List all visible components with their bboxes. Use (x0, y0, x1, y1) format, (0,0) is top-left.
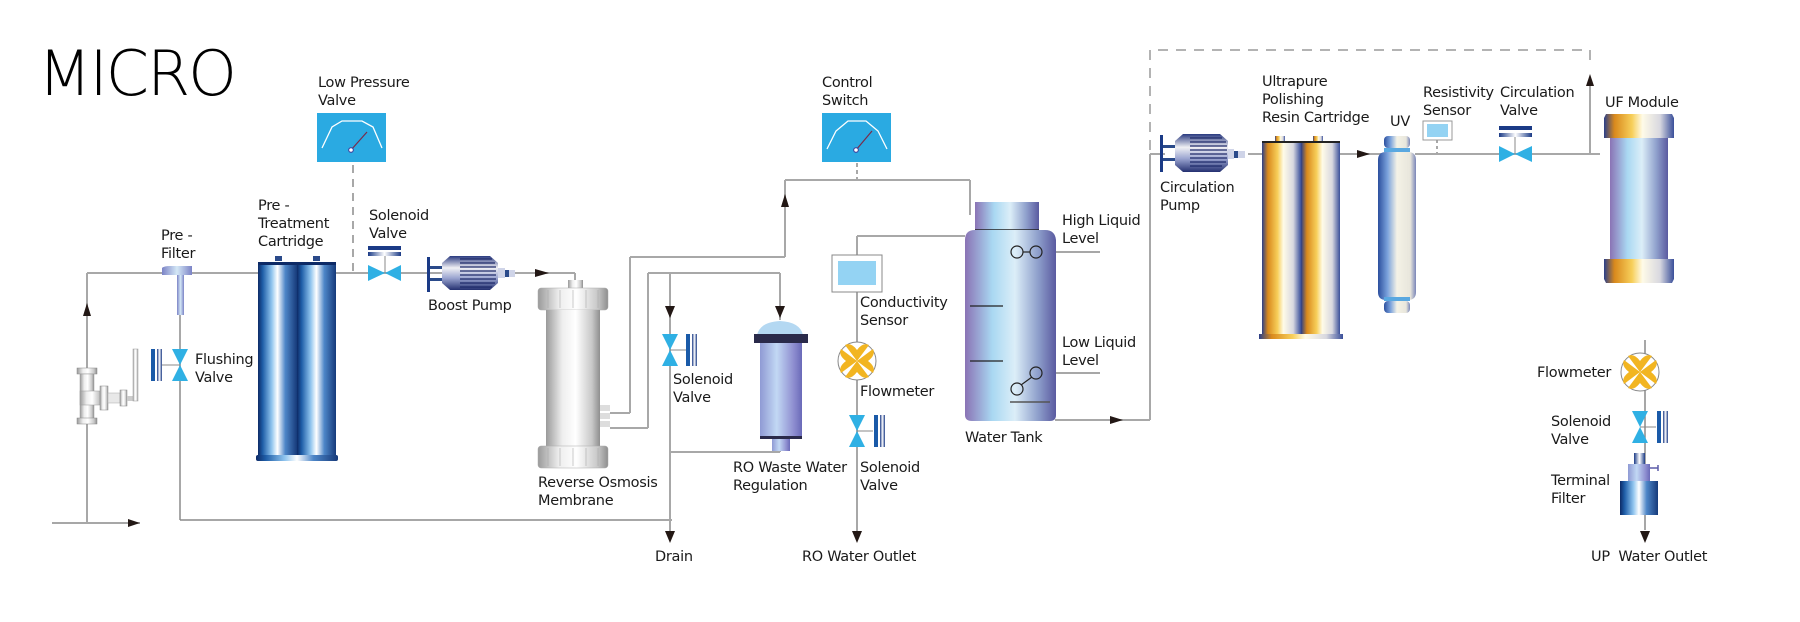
arrow-inlet (128, 519, 140, 527)
pre-filter-label: Pre - Filter (161, 228, 197, 262)
resistivity-sensor-label: Resistivity Sensor (1423, 85, 1498, 119)
solenoid-valve-3-label: Solenoid Valve (860, 460, 924, 494)
solenoid-valve-2-label: Solenoid Valve (673, 372, 737, 406)
solenoid-valve-2[interactable] (662, 334, 697, 366)
terminal-filter-label: Terminal Filter (1550, 473, 1614, 507)
reverse-osmosis-membrane[interactable] (537, 280, 610, 469)
circulation-pump[interactable] (1160, 134, 1245, 172)
flowmeter-2-label: Flowmeter (1537, 365, 1611, 381)
arrow-drain (665, 531, 675, 543)
flowmeter-1[interactable] (837, 341, 877, 381)
arrow-ro-outlet (852, 531, 862, 543)
conductivity-sensor-label: Conductivity Sensor (860, 295, 952, 329)
flushing-valve[interactable] (151, 349, 188, 381)
low-liquid-level-switch (1010, 366, 1050, 403)
high-liquid-level-label: High Liquid Level (1062, 213, 1145, 247)
boost-pump-label: Boost Pump (428, 298, 512, 314)
solenoid-valve-3[interactable] (849, 415, 885, 447)
flow-arrows (83, 74, 1650, 543)
arrow-to-ro (535, 269, 549, 277)
arrow-up-outlet (1640, 531, 1650, 543)
arrow-to-uv (1357, 150, 1370, 158)
pre-treatment-cartridge-label: Pre - Treatment Cartridge (257, 198, 333, 250)
solenoid-valve-1[interactable] (368, 246, 401, 281)
uv-label: UV (1390, 114, 1410, 130)
uf-module[interactable] (1604, 114, 1674, 283)
resistivity-sensor[interactable] (1422, 120, 1453, 141)
low-pressure-valve-gauge[interactable] (317, 113, 386, 162)
arrow-tank-out (1110, 416, 1123, 424)
water-tank-label: Water Tank (965, 430, 1043, 446)
solenoid-valve-4-label: Solenoid Valve (1551, 414, 1615, 448)
uf-module-label: UF Module (1605, 95, 1679, 111)
inlet-ball-valve[interactable] (76, 348, 139, 425)
arrow-up-left (83, 303, 91, 316)
diagram-title: MICRO (38, 37, 235, 110)
pre-treatment-cartridge[interactable] (256, 256, 338, 461)
ro-water-outlet-label: RO Water Outlet (802, 549, 917, 565)
boost-pump[interactable] (427, 256, 515, 292)
circulation-valve[interactable] (1499, 126, 1532, 162)
flushing-valve-label: Flushing Valve (195, 352, 258, 386)
arrow-to-waste-reg (775, 306, 785, 318)
uv-sterilizer[interactable] (1378, 136, 1416, 313)
low-liquid-level-label: Low Liquid Level (1062, 335, 1140, 369)
up-water-outlet-label: UP Water Outlet (1591, 549, 1708, 565)
flowmeter-1-label: Flowmeter (860, 384, 934, 400)
conductivity-sensor[interactable] (831, 254, 883, 293)
water-tank[interactable] (965, 202, 1056, 421)
arrow-to-control (781, 194, 789, 207)
arrow-to-solenoid (665, 306, 675, 318)
control-switch-label: Control Switch (822, 75, 877, 109)
solenoid-valve-1-label: Solenoid Valve (369, 208, 433, 242)
low-pressure-valve-label: Low Pressure Valve (318, 75, 414, 109)
ro-waste-water-regulation[interactable] (754, 321, 808, 451)
drain-label: Drain (655, 549, 693, 565)
ultrapure-polishing-resin-cartridge[interactable] (1259, 136, 1343, 339)
ro-waste-water-regulation-label: RO Waste Water Regulation (733, 460, 851, 494)
high-liquid-level-switch (1010, 245, 1043, 259)
flowmeter-2[interactable] (1620, 352, 1660, 392)
solenoid-valve-4[interactable] (1632, 411, 1668, 443)
ro-membrane-label: Reverse Osmosis Membrane (538, 475, 662, 509)
circulation-valve-label: Circulation Valve (1500, 85, 1579, 119)
pre-filter[interactable] (162, 266, 192, 315)
ultrapure-polishing-resin-cartridge-label: Ultrapure Polishing Resin Cartridge (1262, 74, 1370, 126)
circulation-pump-label: Circulation Pump (1160, 180, 1239, 214)
control-switch-gauge[interactable] (822, 113, 891, 162)
arrow-recirc-up (1586, 74, 1594, 86)
terminal-filter[interactable] (1620, 453, 1659, 515)
